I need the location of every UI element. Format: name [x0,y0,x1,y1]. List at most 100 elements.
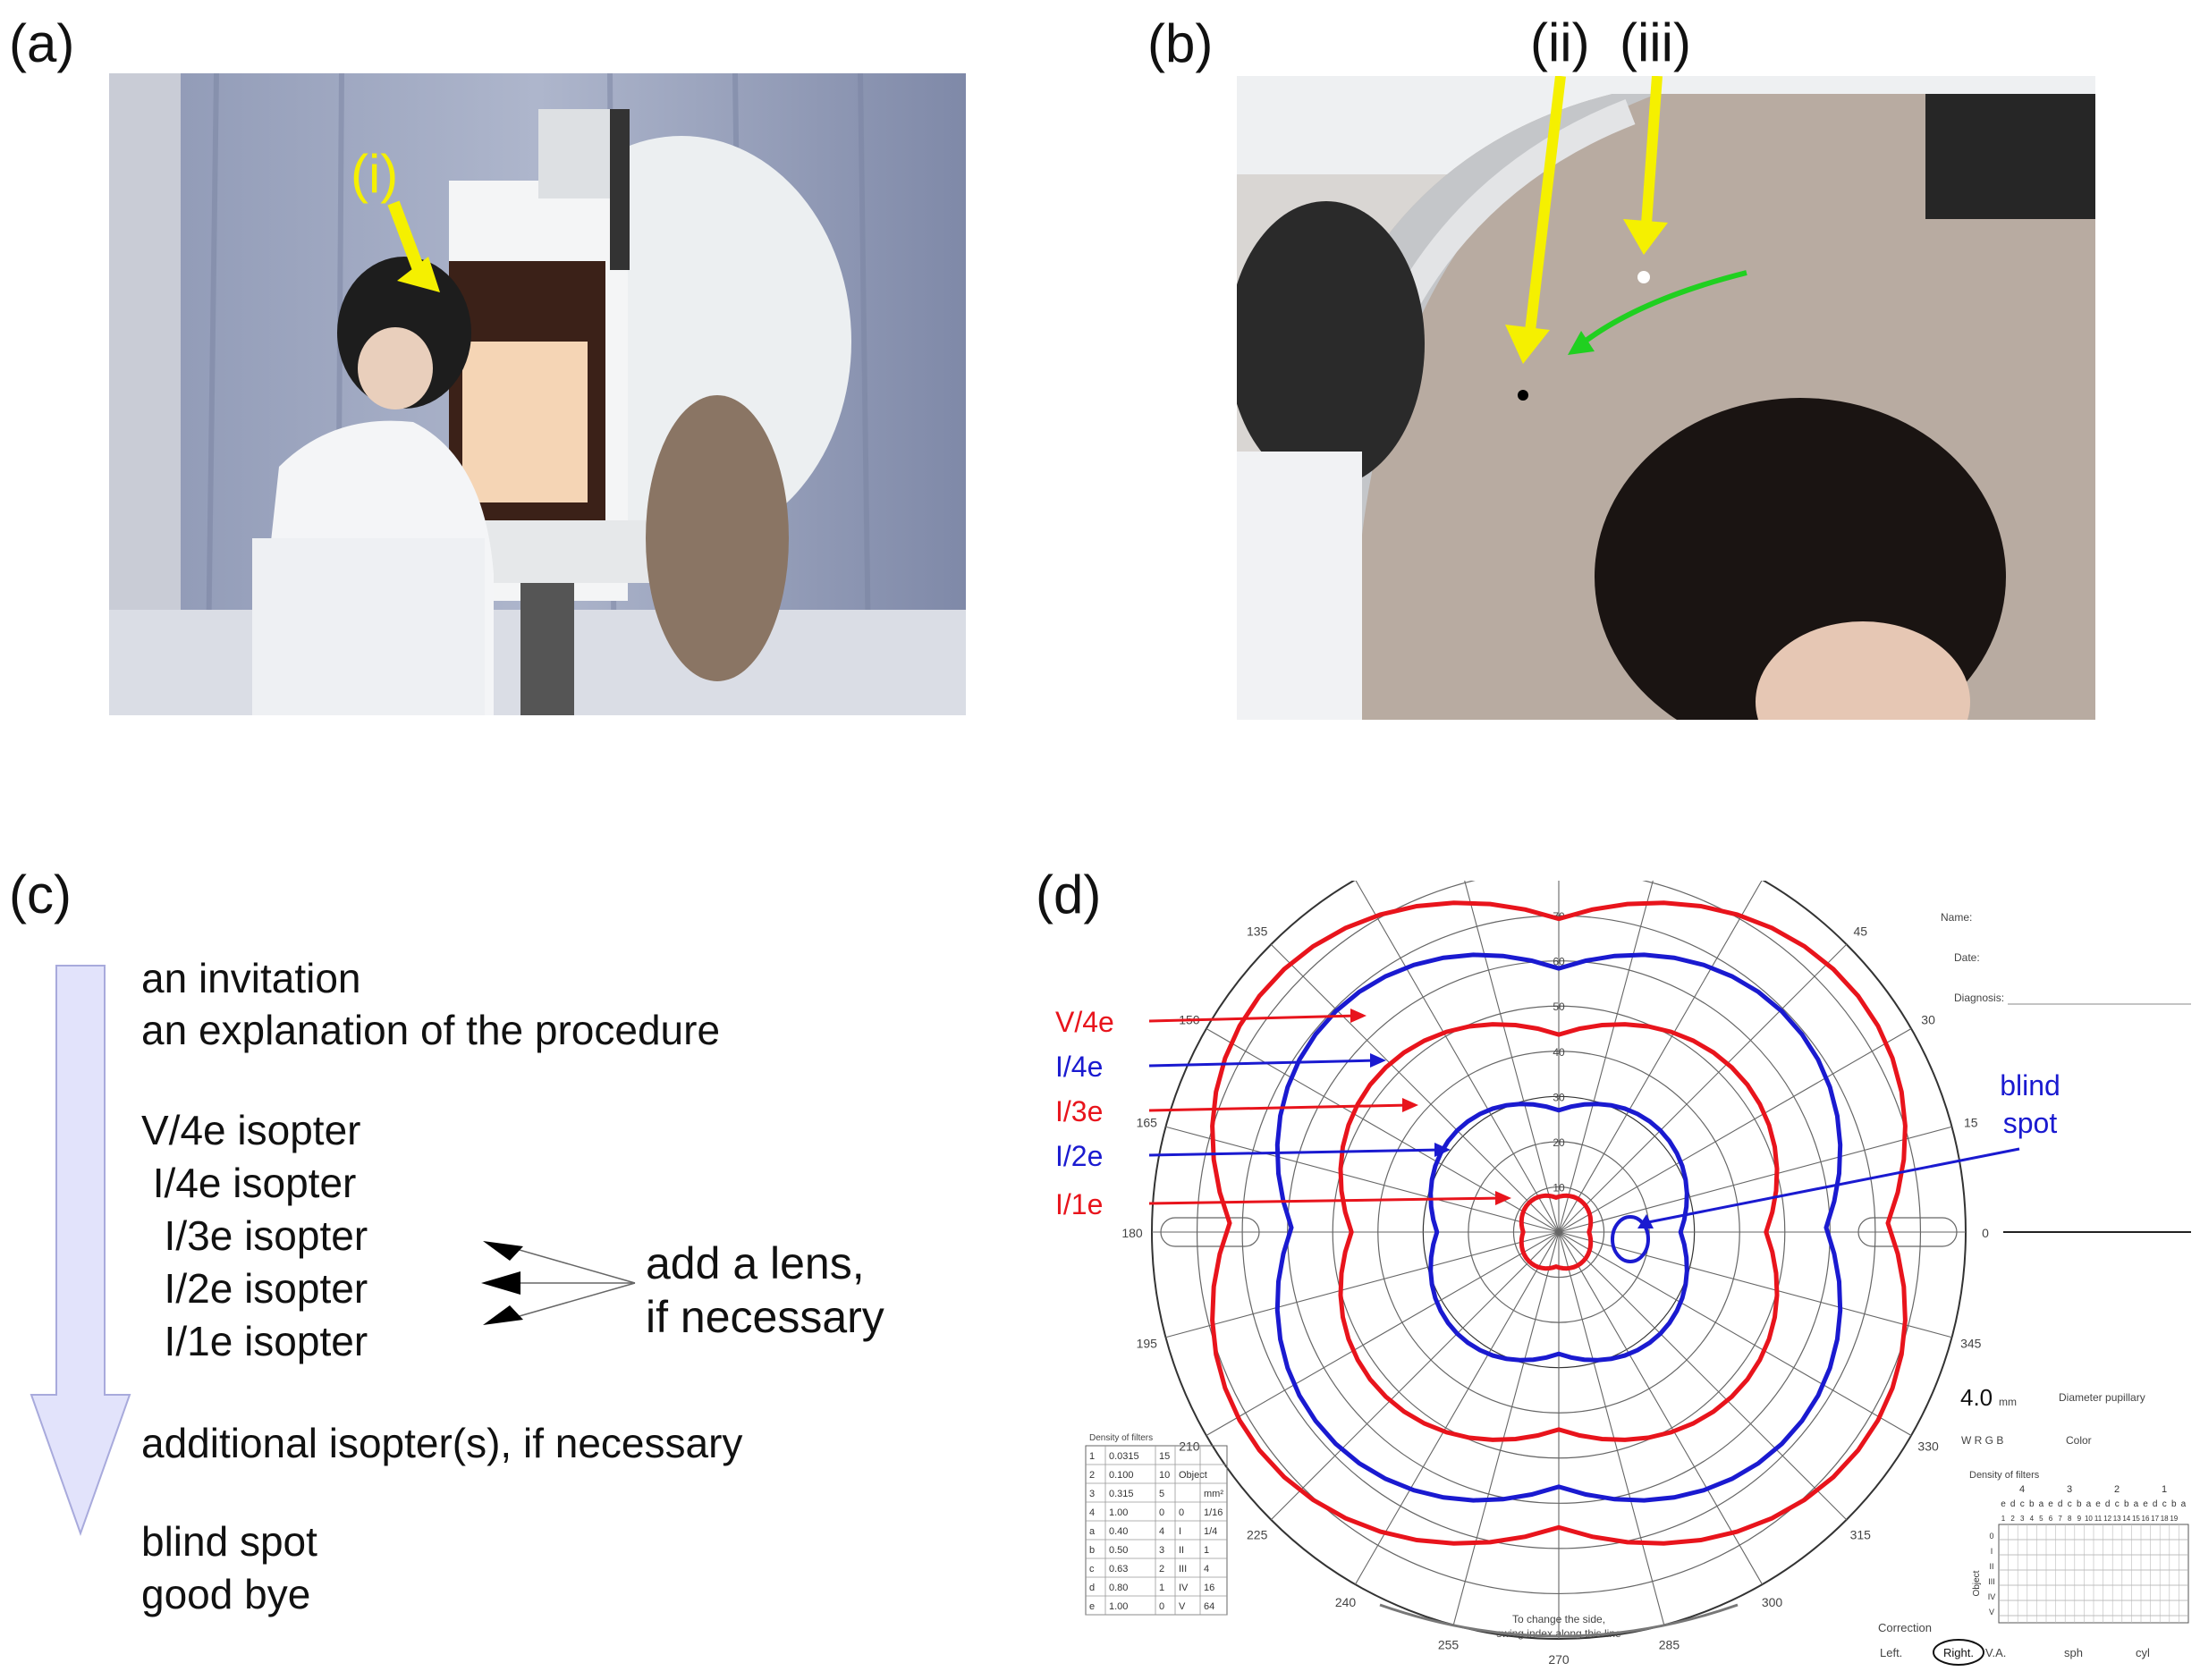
blind-spot-label-line-1: blind [2000,1069,2060,1102]
filter-cell-4-3: I [1179,1526,1181,1537]
radial-label-10: 10 [1553,1181,1565,1194]
filter-cell-2-4: mm² [1204,1489,1223,1499]
filter-cell-7-1: 0.80 [1109,1583,1128,1593]
meridian-345 [1558,1231,1952,1338]
blind-spot-label-line-2: spot [2003,1107,2058,1139]
density-letter-18: b [2171,1499,2177,1509]
filter-cell-1-0: 2 [1089,1470,1095,1481]
filter-cell-7-3: IV [1179,1583,1189,1593]
density-number-1: 1 [2001,1515,2006,1523]
filter-cell-5-3: II [1179,1545,1184,1556]
density-number-5: 5 [2039,1515,2043,1523]
scale-pill-left [1160,1217,1260,1247]
filter-cell-3-4: 1/16 [1204,1507,1223,1518]
filter-cell-5-2: 3 [1159,1545,1164,1556]
meridian-315 [1558,1231,1848,1521]
isopter-i2e [1428,1102,1689,1363]
filter-cell-2-0: 3 [1089,1489,1095,1499]
meridian-135 [1270,943,1560,1233]
form-correction: Correction [1878,1621,1932,1634]
meridian-165 [1165,1126,1560,1233]
blind-spot-arrow [1643,1147,2020,1225]
form-va: V.A. [1985,1646,2006,1659]
isopter-arrowhead-4 [1495,1191,1511,1205]
density-group-3: 3 [2067,1484,2072,1495]
isopter-arrow-4 [1148,1196,1503,1205]
arrow-label-ii-top: (ii) [1530,13,1590,72]
density-number-3: 3 [2020,1515,2025,1523]
isopter-label-4: I/1e [1055,1188,1103,1220]
isopter-v4e [1210,900,1908,1546]
filter-cell-0-1: 0.0315 [1109,1451,1139,1462]
density-number-4: 4 [2030,1515,2035,1523]
isopter-arrow-2 [1148,1103,1410,1112]
meridian-255 [1452,1231,1560,1625]
meridian-30 [1558,1028,1912,1233]
step-i1e: I/1e isopter [141,1318,368,1364]
panel-c-label: (c) [9,865,72,924]
density-group-1: 1 [2162,1484,2167,1495]
density-letter-17: c [2162,1499,2167,1509]
radial-label-30: 30 [1553,1091,1565,1103]
filter-cell-6-4: 4 [1204,1564,1209,1574]
filter-cell-3-3: 0 [1179,1507,1184,1518]
angle-label-195: 195 [1137,1336,1158,1350]
filter-cell-0-2: 15 [1159,1451,1170,1462]
meridian-300 [1558,1231,1763,1585]
filter-cell-2-2: 5 [1159,1489,1164,1499]
isopter-arrowhead-1 [1370,1053,1386,1068]
filter-cell-3-1: 1.00 [1109,1507,1128,1518]
density-number-8: 8 [2068,1515,2072,1523]
swing-note-1: To change the side, [1512,1613,1605,1625]
step-i4e: I/4e isopter [141,1160,357,1206]
density-group-2: 2 [2114,1484,2120,1495]
step-invitation: an invitation [141,955,361,1001]
form-diagnosis: Diagnosis: [1954,992,2004,1004]
filter-cell-3-0: 4 [1089,1507,1095,1518]
angle-label-135: 135 [1247,924,1268,939]
step-explanation: an explanation of the procedure [141,1007,721,1053]
angle-label-45: 45 [1854,924,1868,939]
panel-d-label: (d) [1036,865,1102,924]
isopter-arrow-1 [1148,1059,1378,1068]
lens-note-line-1: add a lens, [646,1238,865,1288]
isopter-arrow-3 [1148,1148,1443,1157]
form-cyl: cyl [2136,1646,2150,1659]
angle-label-180: 180 [1121,1226,1143,1240]
filter-cell-0-0: 1 [1089,1451,1095,1462]
angle-label-255: 255 [1438,1638,1460,1652]
filter-cell-6-3: III [1179,1564,1187,1574]
form-color-label: Color [2066,1434,2092,1447]
filter-cell-8-0: e [1089,1601,1095,1612]
angle-label-225: 225 [1247,1527,1268,1541]
lens-note-line-2: if necessary [646,1292,884,1342]
density-letter-8: b [2077,1499,2082,1509]
density-number-13: 13 [2113,1515,2121,1523]
form-right: Right. [1943,1646,1974,1659]
density-row-label-1: I [1991,1547,1993,1556]
density-row-label-0: 0 [1989,1532,1993,1541]
angle-label-0: 0 [1982,1226,1989,1240]
density-number-15: 15 [2132,1515,2140,1523]
perimeter-bowl-illustration [1237,76,2095,720]
goldmann-chart-svg: 1201059075604530150345330315300285270255… [1055,799,2191,1667]
density-letter-3: b [2029,1499,2035,1509]
filter-cell-1-3: Object [1179,1470,1207,1481]
density-number-2: 2 [2010,1515,2015,1523]
step-i3e: I/3e isopter [141,1212,368,1259]
density-number-19: 19 [2170,1515,2178,1523]
density-object-label: Object [1972,1570,1982,1596]
angle-label-165: 165 [1137,1116,1158,1130]
meridian-285 [1558,1231,1665,1625]
isopter-arrow-0 [1148,1014,1358,1023]
density-letter-13: b [2124,1499,2129,1509]
filter-cell-5-0: b [1089,1545,1095,1556]
filter-cell-8-4: 64 [1204,1601,1214,1612]
form-color-letters: W R G B [1961,1434,2003,1447]
radial-label-50: 50 [1553,1000,1565,1013]
perimetry-chart: 1201059075604530150345330315300285270255… [1055,799,2200,1676]
density-number-10: 10 [2085,1515,2093,1523]
density-letter-19: a [2181,1499,2187,1509]
filter-cell-1-1: 0.100 [1109,1470,1134,1481]
filter-cell-4-0: a [1089,1526,1096,1537]
